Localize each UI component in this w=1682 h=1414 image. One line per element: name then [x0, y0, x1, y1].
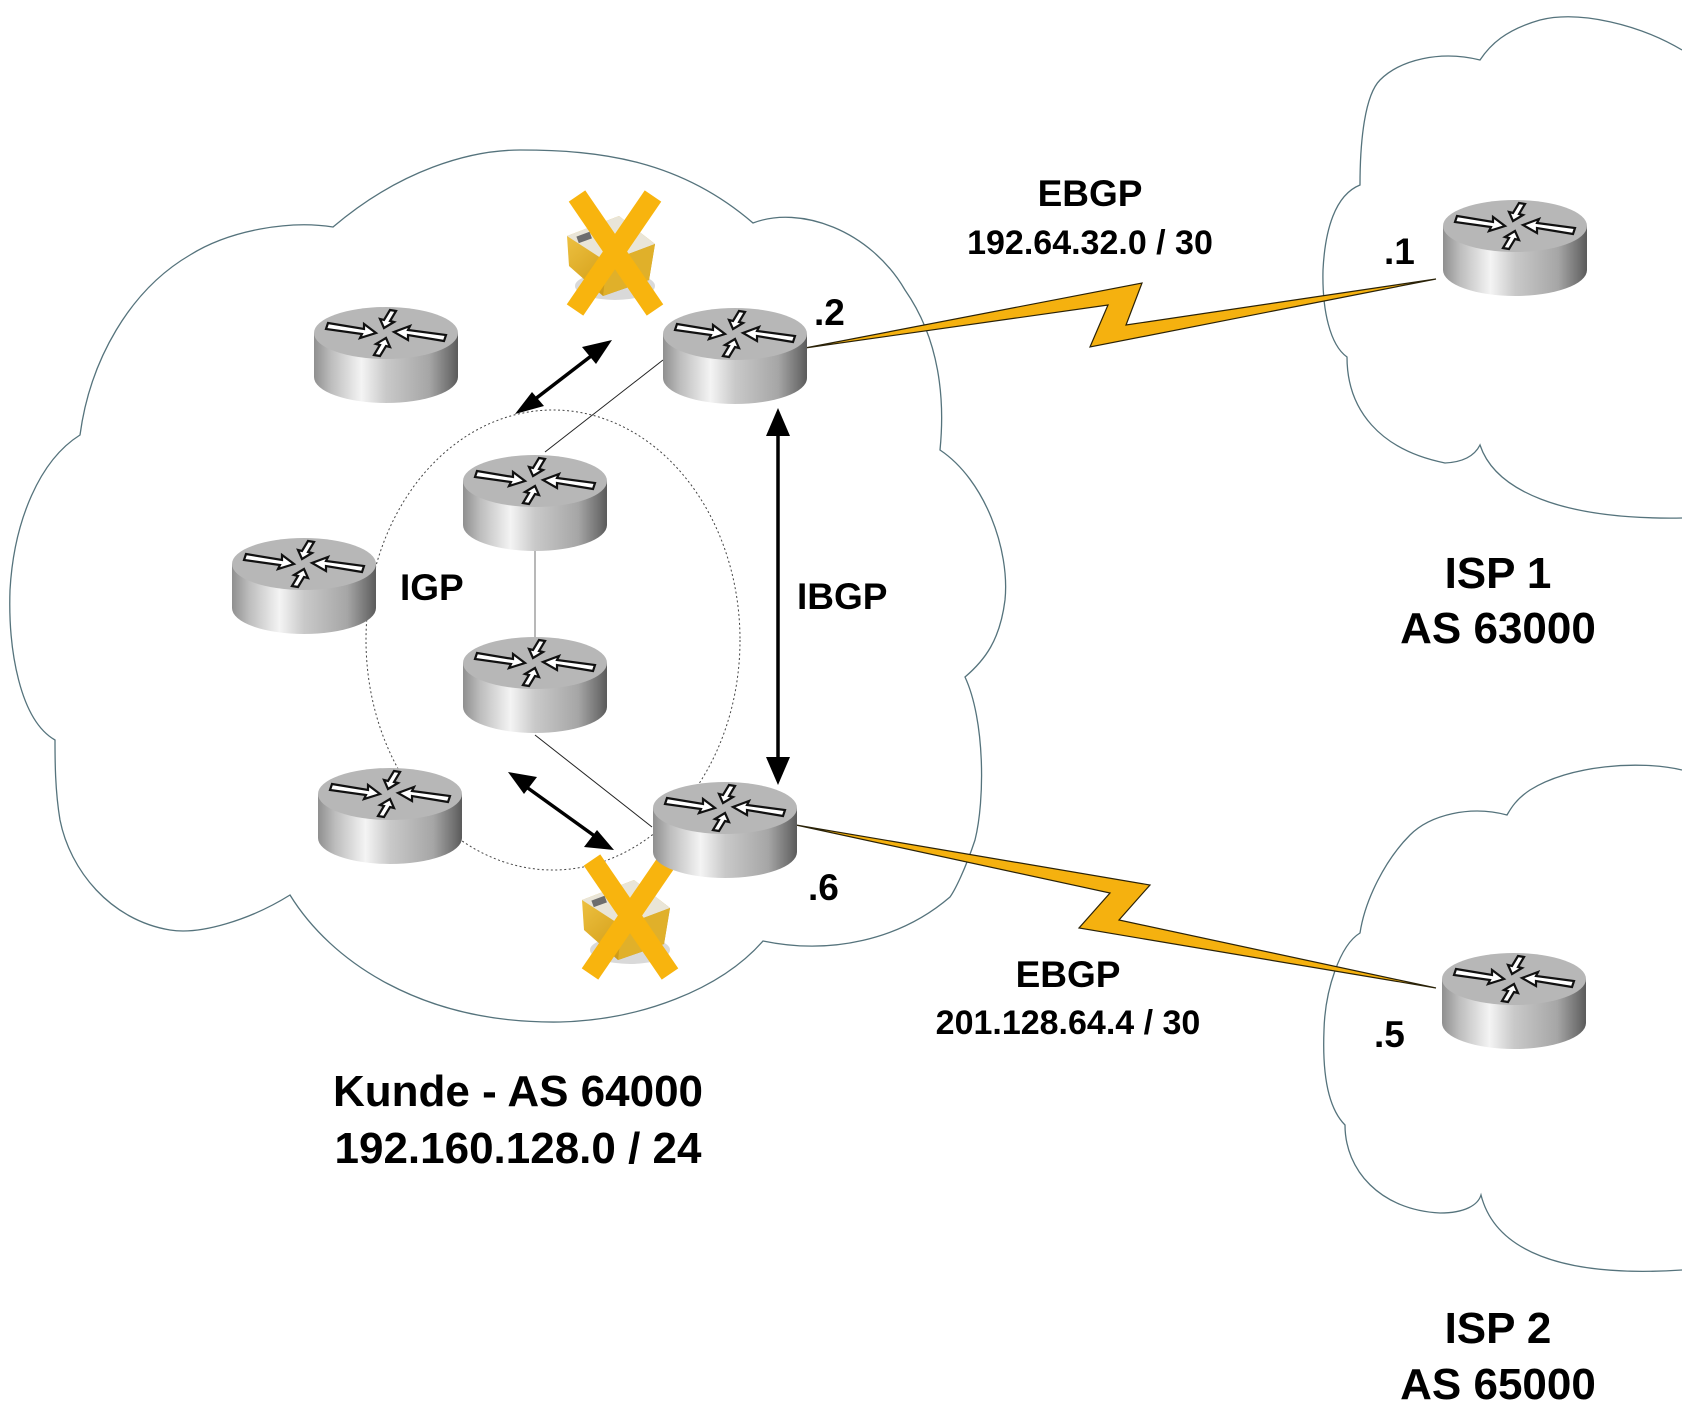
- ebgp-label-isp1: EBGP: [1038, 173, 1143, 214]
- isp1-cloud: [1322, 16, 1682, 519]
- link-core2-border2: [534, 734, 653, 828]
- ip-border-router-2: .6: [808, 867, 839, 908]
- isp1-router-icon[interactable]: [1441, 198, 1589, 298]
- customer-as-name: Kunde - AS 64000: [333, 1067, 703, 1116]
- isp1-name: ISP 1: [1445, 549, 1552, 598]
- isp2-cloud: [1323, 764, 1682, 1272]
- ebgp-subnet-isp1: 192.64.32.0 / 30: [967, 224, 1213, 262]
- ebgp-subnet-isp2: 201.128.64.4 / 30: [936, 1004, 1201, 1042]
- firewall-bottom-bidirectional-arrow: [508, 772, 614, 850]
- firewall-top-crossed-icon[interactable]: [567, 196, 655, 310]
- ebgp-link-isp1[interactable]: [804, 278, 1437, 349]
- isp2-as-number: AS 65000: [1400, 1360, 1596, 1409]
- core-router-1-icon[interactable]: [461, 453, 609, 553]
- internal-router-left-icon[interactable]: [230, 536, 378, 636]
- isp1-as-number: AS 63000: [1400, 604, 1596, 653]
- ibgp-label: IBGP: [797, 576, 887, 617]
- internal-router-top-left-icon[interactable]: [312, 305, 460, 405]
- isp2-name: ISP 2: [1445, 1304, 1552, 1353]
- firewall-bottom-crossed-icon[interactable]: [582, 860, 670, 974]
- ip-isp2-router: .5: [1374, 1014, 1405, 1055]
- ip-isp1-router: .1: [1384, 231, 1415, 272]
- ebgp-label-isp2: EBGP: [1016, 954, 1121, 995]
- customer-as-prefix: 192.160.128.0 / 24: [335, 1124, 703, 1173]
- border-router-1-icon[interactable]: [661, 306, 809, 406]
- firewall-top-bidirectional-arrow: [515, 340, 612, 414]
- customer-as-cloud: [9, 149, 1007, 1023]
- ip-border-router-1: .2: [814, 292, 845, 333]
- isp2-router-icon[interactable]: [1440, 951, 1588, 1051]
- border-router-2-icon[interactable]: [651, 780, 799, 880]
- igp-domain-boundary: [365, 409, 741, 871]
- core-router-2-icon[interactable]: [461, 635, 609, 735]
- internal-router-bottom-left-icon[interactable]: [316, 766, 464, 866]
- link-border1-core1: [544, 359, 664, 453]
- ibgp-session-arrow: [766, 408, 790, 785]
- igp-label: IGP: [400, 567, 464, 608]
- ebgp-link-isp2[interactable]: [795, 824, 1437, 989]
